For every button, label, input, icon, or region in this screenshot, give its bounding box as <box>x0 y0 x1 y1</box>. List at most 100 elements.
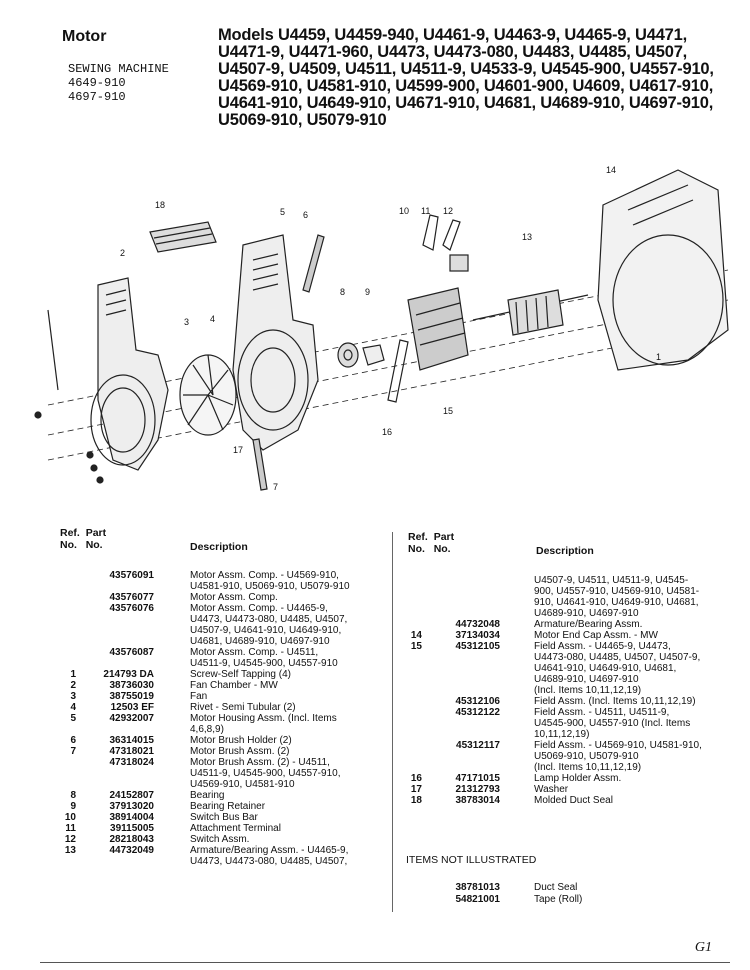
ref-number <box>402 707 422 740</box>
ref-number: 17 <box>410 784 422 795</box>
part-description: Rivet - Semi Tubular (2) <box>190 702 296 713</box>
callout-1: 1 <box>656 352 661 362</box>
models-list: Models U4459, U4459-940, U4461-9, U4463-… <box>218 26 714 129</box>
ref-number: 18 <box>410 795 422 806</box>
part-description: Attachment Terminal <box>190 823 281 834</box>
part-description: Bearing <box>190 790 225 801</box>
part-description: Motor Brush Holder (2) <box>190 735 292 746</box>
part-number: 47318024 <box>109 757 155 768</box>
ref-number: 1 <box>70 669 76 680</box>
callout-5: 5 <box>280 207 285 217</box>
callout-8: 8 <box>340 287 345 297</box>
part-description: Motor Brush Assm. (2) - U4511, U4511-9, … <box>190 757 341 790</box>
part-number: 38781013 <box>455 882 501 893</box>
ref-number: 11 <box>65 823 76 834</box>
part-number: 45312105 <box>455 641 501 652</box>
part-duct-seal <box>149 221 217 253</box>
callout-7: 7 <box>273 482 278 492</box>
ref-number: 3 <box>70 691 76 702</box>
part-field-assembly <box>407 214 469 371</box>
part-bearing-retainer <box>362 344 385 366</box>
part-lamp-holder <box>387 339 409 403</box>
part-description: Motor Assm. Comp. - U4569-910, U4581-910… <box>190 570 350 592</box>
sewing-machine-block: SEWING MACHINE 4649-910 4697-910 <box>68 62 169 104</box>
part-description: Motor Brush Assm. (2) <box>190 746 290 757</box>
not-illustrated-title: ITEMS NOT ILLUSTRATED <box>406 854 537 866</box>
callout-15: 15 <box>443 406 453 416</box>
ref-number: 10 <box>64 812 76 823</box>
ref-number <box>402 894 422 905</box>
part-description: Molded Duct Seal <box>534 795 613 806</box>
header-ref: Ref. Part <box>60 527 107 539</box>
part-number: 44732048 <box>455 619 501 630</box>
part-number: 38914004 <box>109 812 155 823</box>
section-heading: Motor <box>62 28 107 45</box>
part-description: Switch Bus Bar <box>190 812 258 823</box>
page-number: G1 <box>694 940 712 955</box>
diagram-callouts: 18 2 5 6 3 4 8 9 10 11 12 13 14 15 16 17… <box>120 165 661 492</box>
part-number <box>422 575 504 619</box>
callout-11: 11 <box>421 206 430 216</box>
part-description: Motor Assm. Comp. <box>190 592 278 603</box>
ref-number <box>402 882 422 893</box>
part-description: Motor Housing Assm. (Incl. Items 4,6,8,9… <box>190 713 337 735</box>
header-no: No. No. <box>60 539 103 551</box>
column-divider <box>392 532 393 912</box>
ref-number: 4 <box>70 702 76 713</box>
header-no-right: No. No. <box>408 543 451 555</box>
part-number: 36314015 <box>109 735 155 746</box>
bottom-rule <box>40 962 730 963</box>
part-number: 54821001 <box>455 894 501 905</box>
part-number: 39115005 <box>110 823 154 834</box>
ref-number: 6 <box>70 735 76 746</box>
ref-number: 5 <box>70 713 76 724</box>
ref-number <box>402 696 422 707</box>
part-description: Armature/Bearing Assm. - U4465-9, U4473,… <box>190 845 349 867</box>
part-description: Switch Assm. <box>190 834 250 845</box>
part-description: Fan <box>190 691 208 702</box>
part-number: 45312117 <box>456 740 500 751</box>
header-description: Description <box>190 541 248 553</box>
header-description-right: Description <box>536 545 594 557</box>
part-description: Field Assm. - U4511, U4511-9, U4545-900,… <box>534 707 691 740</box>
parts-row: 10 38914004 Switch Bus Bar <box>56 812 258 823</box>
not-illustrated-row: 54821001 Tape (Roll) <box>402 894 583 905</box>
part-bearing <box>337 342 359 368</box>
part-screws <box>34 309 104 484</box>
part-description: Tape (Roll) <box>534 894 583 905</box>
ref-number <box>56 757 76 790</box>
parts-row: 45312117 Field Assm. - U4569-910, U4581-9… <box>402 740 702 773</box>
callout-10: 10 <box>399 206 409 216</box>
ref-number: 9 <box>70 801 76 812</box>
callout-12: 12 <box>443 206 453 216</box>
part-number: 37134034 <box>455 630 501 641</box>
part-description: Duct Seal <box>534 882 578 893</box>
part-fan <box>179 354 237 436</box>
part-description: Lamp Holder Assm. <box>534 773 622 784</box>
part-number: 47318021 <box>109 746 155 757</box>
part-description: Field Assm. - U4569-910, U4581-910, U506… <box>534 740 702 773</box>
ref-number <box>402 575 422 619</box>
part-armature <box>472 289 589 336</box>
part-fan-chamber <box>90 277 169 471</box>
part-number: 24152807 <box>109 790 155 801</box>
part-number: 43576091 <box>109 570 155 581</box>
callout-17: 17 <box>233 445 243 455</box>
part-number: 44732049 <box>109 845 155 856</box>
part-number: 38736030 <box>109 680 155 691</box>
callout-14: 14 <box>606 165 616 175</box>
ref-number: 7 <box>70 746 76 757</box>
callout-13: 13 <box>522 232 532 242</box>
callout-3: 3 <box>184 317 189 327</box>
